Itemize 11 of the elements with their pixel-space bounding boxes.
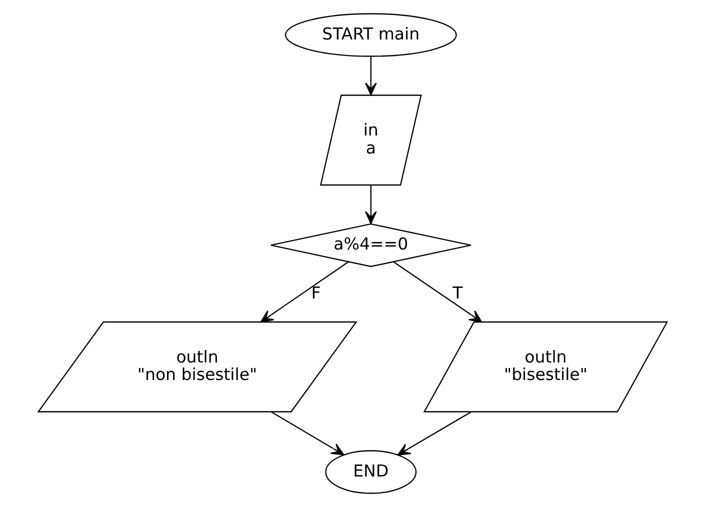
arrow: [364, 184, 376, 224]
arrow: [270, 410, 344, 455]
edge-label: F: [310, 283, 320, 302]
arrow: [260, 260, 348, 322]
node-diamond: a%4==0: [270, 222, 471, 267]
edge-label: T: [452, 283, 462, 302]
node-ellipse: END: [324, 450, 416, 494]
arrow: [392, 260, 482, 322]
arrow: [396, 410, 471, 456]
node-ellipse: START main: [284, 12, 456, 56]
arrow: [364, 56, 376, 95]
